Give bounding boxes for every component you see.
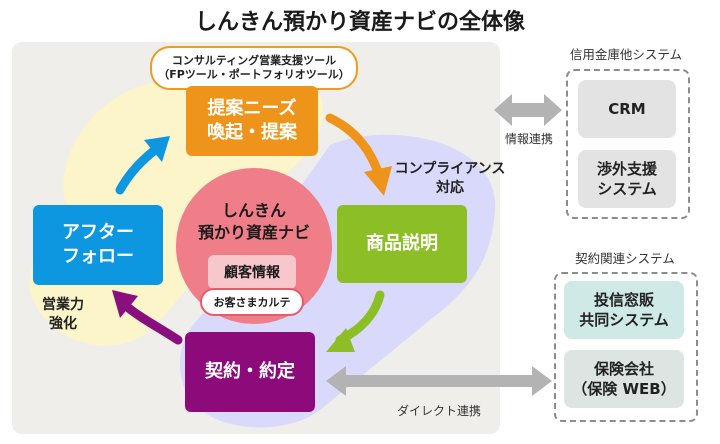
step-proposal: 提案ニーズ 喚起・提案 [186,86,318,156]
info-link-label: 情報連携 [504,132,553,146]
step-proposal-line1: 提案ニーズ [207,97,297,119]
arrow-proposal-to-product [325,113,383,177]
customer-karte-pill: お客さまカルテ [200,288,304,316]
arrow-after-to-proposal [115,145,160,195]
info-link-arrow [494,94,562,126]
sales-strength-label: 営業力 強化 [28,296,98,334]
compliance-label: コンプライアンス 対応 [380,160,520,198]
compliance-line2: 対応 [436,179,464,196]
center-title: しんきん 預かり資産ナビ [176,200,332,245]
shinkin-system-group-label: 信用金庫他システム [569,47,683,62]
system-crm: CRM [578,80,676,138]
step-contract: 契約・約定 [185,332,315,412]
arrow-contract-to-after [120,300,183,345]
sales-line2: 強化 [49,315,77,332]
step-product-line1: 商品説明 [366,232,438,254]
center-title-line2: 預かり資産ナビ [197,223,310,243]
shinkin-system-group [566,69,690,219]
system-investment-trust-line2: 共同システム [579,311,669,329]
center-title-line1: しんきん [221,201,286,220]
customer-info-label: 顧客情報 [208,255,296,289]
page-title: しんきん預かり資産ナビの全体像 [194,10,525,35]
tool-pill-line1: コンサルティング営業支援ツール [171,53,337,67]
step-after-line2: フォロー [62,246,134,267]
consulting-tool-pill: コンサルティング営業支援ツール （FPツール・ポートフォリオツール） [150,46,358,90]
contract-system-group-label: 契約関連システム [575,251,675,266]
system-insurance: 保険会社 （保険 WEB） [564,350,684,408]
step-product: 商品説明 [337,205,467,283]
system-sales-support: 渉外支援 システム [578,150,676,208]
system-investment-trust-line1: 投信窓販 [593,290,654,309]
step-contract-line1: 契約・約定 [205,360,295,382]
system-sales-support-line2: システム [597,180,657,198]
system-insurance-line1: 保険会社 [593,359,654,378]
direct-link-label: ダイレクト連携 [396,404,481,418]
sales-line1: 営業力 [42,297,84,313]
system-crm-label: CRM [608,99,646,118]
contract-system-group [554,272,698,422]
direct-link-arrow [326,366,552,396]
tool-pill-line2: （FPツール・ポートフォリオツール） [158,68,350,81]
step-after-follow: アフター フォロー [33,205,163,285]
system-sales-support-line1: 渉外支援 [596,159,657,178]
step-after-line1: アフター [62,221,134,243]
system-insurance-line2: （保険 WEB） [572,380,676,398]
system-investment-trust: 投信窓販 共同システム [564,281,684,339]
step-proposal-line2: 喚起・提案 [207,122,297,143]
compliance-line1: コンプライアンス [394,161,506,177]
